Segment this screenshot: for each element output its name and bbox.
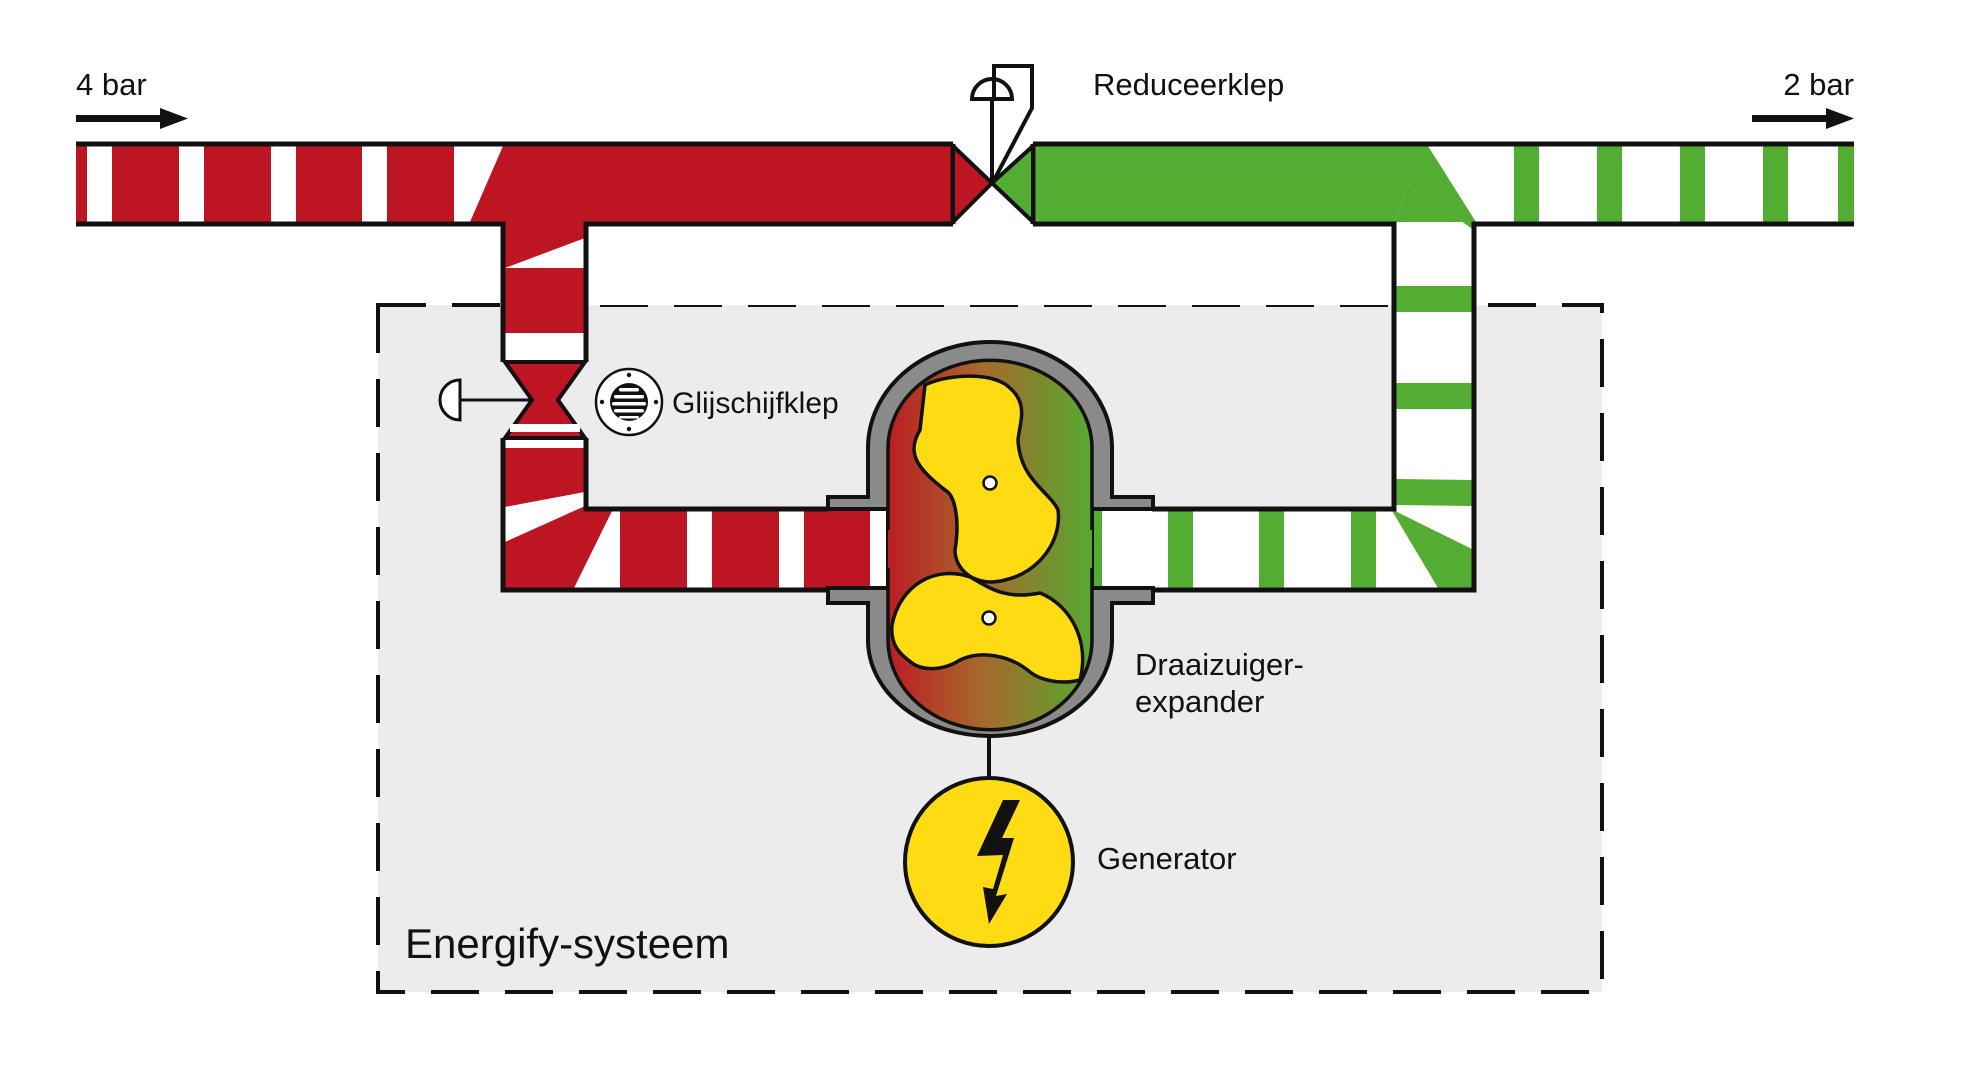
expander-label-line2: expander [1135, 684, 1264, 719]
bypass-gap [585, 224, 1394, 305]
outlet-flow-arrow-icon [1752, 108, 1854, 129]
slide-valve [438, 360, 589, 440]
reducing-valve [951, 64, 1035, 227]
inlet-pressure-label: 4 bar [76, 67, 147, 102]
generator-label: Generator [1097, 841, 1237, 876]
slide-disc-icon [594, 367, 664, 437]
generator [903, 776, 1075, 948]
system-label: Energify-systeem [405, 920, 729, 967]
expander-label-line1: Draaizuiger- [1135, 647, 1304, 682]
rotor-shaft-icon [982, 475, 998, 491]
reducing-valve-label: Reduceerklep [1093, 67, 1284, 102]
expander-inlet-branch [505, 222, 888, 588]
outlet-pressure-label: 2 bar [1783, 67, 1854, 102]
lightning-bolt-icon [977, 800, 1020, 924]
rotary-piston-expander [826, 340, 1155, 738]
slide-valve-label: Glijschijfklep [672, 387, 839, 420]
inlet-pipe-stripes [87, 146, 503, 222]
inlet-pipe [76, 146, 953, 222]
outlet-pipe-stripes [1514, 146, 1854, 222]
actuator-dome-icon [438, 378, 462, 422]
inlet-flow-arrow-icon [76, 108, 188, 129]
expander-outlet-branch [1092, 185, 1474, 588]
lower-rotor [890, 571, 1085, 684]
rotor-shaft-icon [981, 610, 997, 626]
